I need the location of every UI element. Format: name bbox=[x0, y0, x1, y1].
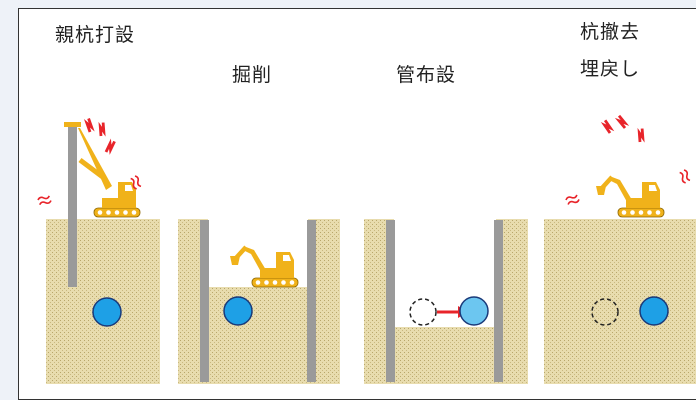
pile-left-1 bbox=[68, 125, 77, 287]
vibration-wave-1a bbox=[36, 193, 53, 207]
excavator-4 bbox=[596, 177, 664, 217]
vibration-wave-4a bbox=[564, 192, 581, 207]
pile-left-3 bbox=[386, 220, 395, 382]
pipe-old-position-3 bbox=[409, 298, 437, 326]
pipe-2 bbox=[223, 296, 253, 326]
pile-driver-cap bbox=[64, 122, 81, 127]
panel-pipe-laying bbox=[364, 219, 528, 384]
pipe-old-position-4 bbox=[591, 298, 619, 326]
pipe-1 bbox=[92, 297, 122, 327]
pipe-4 bbox=[639, 296, 669, 326]
panel-excavation bbox=[178, 219, 340, 384]
excavator-1 bbox=[93, 182, 141, 218]
panel-pile-driving bbox=[36, 117, 160, 384]
stage-4-label-line2: 埋戻し bbox=[580, 58, 641, 80]
panel-pile-removal-backfill bbox=[544, 114, 696, 384]
pipe-right-3 bbox=[494, 220, 503, 382]
stage-2-label: 掘削 bbox=[232, 64, 273, 86]
pile-left-2 bbox=[200, 220, 209, 382]
stage-4-label-line1: 杭撤去 bbox=[580, 21, 641, 43]
pile-right-2 bbox=[307, 220, 316, 382]
vibration-bolts-4 bbox=[600, 114, 650, 144]
stage-1-label: 親杭打設 bbox=[55, 24, 136, 46]
stage-3-label: 管布設 bbox=[396, 64, 457, 86]
vibration-wave-4b bbox=[677, 168, 693, 185]
excavator-2 bbox=[230, 247, 298, 287]
pipe-3 bbox=[459, 296, 489, 326]
